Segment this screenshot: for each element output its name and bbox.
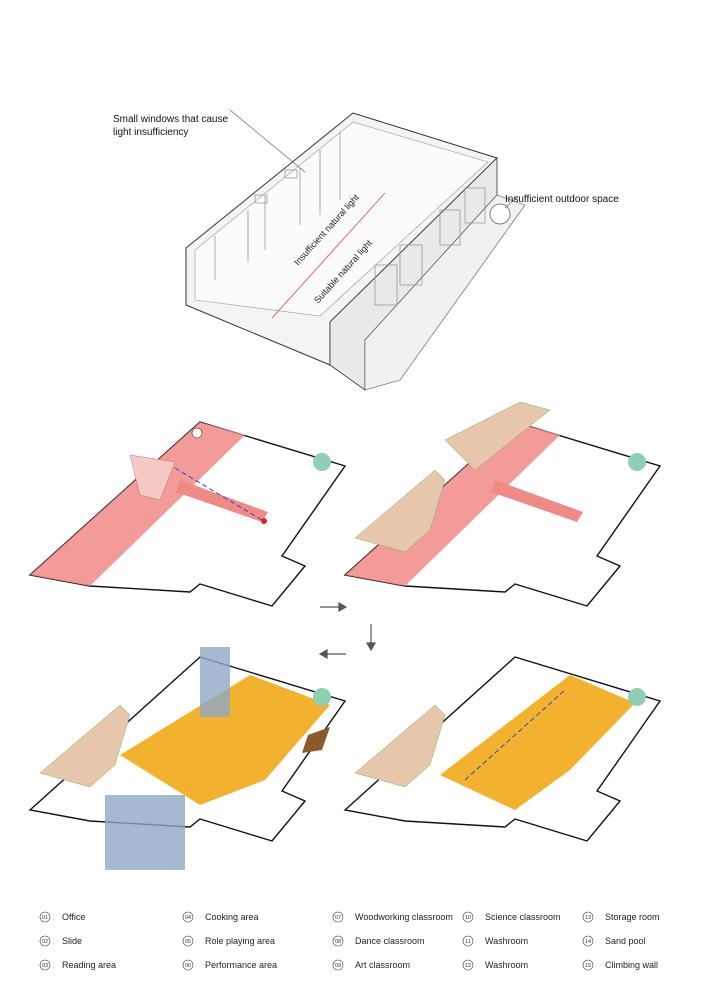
legend-number: 04: [185, 915, 191, 921]
plan-2: [344, 401, 661, 607]
legend-number-circle: [462, 911, 474, 923]
legend-label: Art classroom: [355, 960, 410, 970]
legend-label: Climbing wall: [605, 960, 658, 970]
legend-number-circle: [39, 959, 51, 971]
slide: [129, 454, 176, 501]
legend-label: Slide: [62, 936, 82, 946]
legend-label: Washroom: [485, 936, 528, 946]
legend-number-circle: [332, 911, 344, 923]
legend-number-circle: [582, 911, 594, 923]
legend-number-circle: [332, 935, 344, 947]
legend-number-circle: [39, 911, 51, 923]
legend-label: Sand pool: [605, 936, 646, 946]
arrow-left-icon: [318, 648, 328, 660]
legend-item: 05 Role playing area: [182, 935, 275, 947]
legend-item: 07 Woodworking classroom: [332, 911, 453, 923]
classroom-box: Small windows that cause light insuffici…: [113, 109, 619, 391]
tree-icon: [489, 203, 511, 225]
legend-number: 01: [42, 915, 48, 921]
legend-number: 08: [335, 939, 341, 945]
legend-label: Science classroom: [485, 912, 561, 922]
legend-number-circle: [39, 935, 51, 947]
legend-item: 14 Sand pool: [582, 935, 646, 947]
legend-number: 13: [585, 915, 591, 921]
legend-label: Office: [62, 912, 85, 922]
plan-1: [29, 421, 346, 607]
legend-item: 04 Cooking area: [182, 911, 259, 923]
legend-number: 09: [335, 963, 341, 969]
legend-label: Washroom: [485, 960, 528, 970]
legend-number: 11: [465, 939, 471, 945]
tree-icon: [313, 688, 331, 706]
legend-item: 06 Performance area: [182, 959, 277, 971]
legend-item: 11 Washroom: [462, 935, 528, 947]
legend-item: 09 Art classroom: [332, 959, 410, 971]
annotation-outdoor: Insufficient outdoor space: [505, 194, 619, 205]
legend-number: 07: [335, 915, 341, 921]
arrow-right-icon: [338, 601, 348, 613]
legend-number: 05: [185, 939, 191, 945]
legend-number-circle: [582, 959, 594, 971]
legend-item: 10 Science classroom: [462, 911, 561, 923]
legend-number-circle: [182, 935, 194, 947]
legend-label: Role playing area: [205, 936, 275, 946]
legend-number: 03: [42, 963, 48, 969]
legend-number: 12: [465, 963, 471, 969]
legend-number-circle: [182, 959, 194, 971]
legend-label: Reading area: [62, 960, 116, 970]
legend-item: 15 Climbing wall: [582, 959, 658, 971]
legend-label: Performance area: [205, 960, 277, 970]
legend-item: 13 Storage room: [582, 911, 660, 923]
tree-icon: [628, 453, 646, 471]
plan-4: [344, 656, 661, 842]
legend-number: 06: [185, 963, 191, 969]
arrow-down-icon: [365, 642, 377, 652]
legend-label: Storage room: [605, 912, 660, 922]
legend-number-circle: [462, 935, 474, 947]
tree-icon: [628, 688, 646, 706]
annotation-small-windows: Small windows that cause: [113, 114, 228, 125]
legend-number-circle: [332, 959, 344, 971]
legend-label: Dance classroom: [355, 936, 425, 946]
light-boundary-line: [271, 192, 386, 319]
annotation-small-windows-2: light insufficiency: [113, 127, 188, 138]
legend-number: 10: [465, 915, 471, 921]
legend-number-circle: [182, 911, 194, 923]
legend-item: 08 Dance classroom: [332, 935, 425, 947]
legend-label: Woodworking classroom: [355, 912, 453, 922]
legend-item: 01 Office: [39, 911, 85, 923]
legend-number-circle: [462, 959, 474, 971]
legend: 01 Office 02 Slide 03 Reading area 04 Cooking a…: [39, 911, 660, 971]
plan-3: [29, 647, 346, 870]
legend-number: 15: [585, 963, 591, 969]
legend-number-circle: [582, 935, 594, 947]
legend-item: 02 Slide: [39, 935, 82, 947]
legend-item: 12 Washroom: [462, 959, 528, 971]
legend-number: 02: [42, 939, 48, 945]
legend-item: 03 Reading area: [39, 959, 116, 971]
legend-number: 14: [585, 939, 591, 945]
tree-icon: [313, 453, 331, 471]
legend-label: Cooking area: [205, 912, 259, 922]
